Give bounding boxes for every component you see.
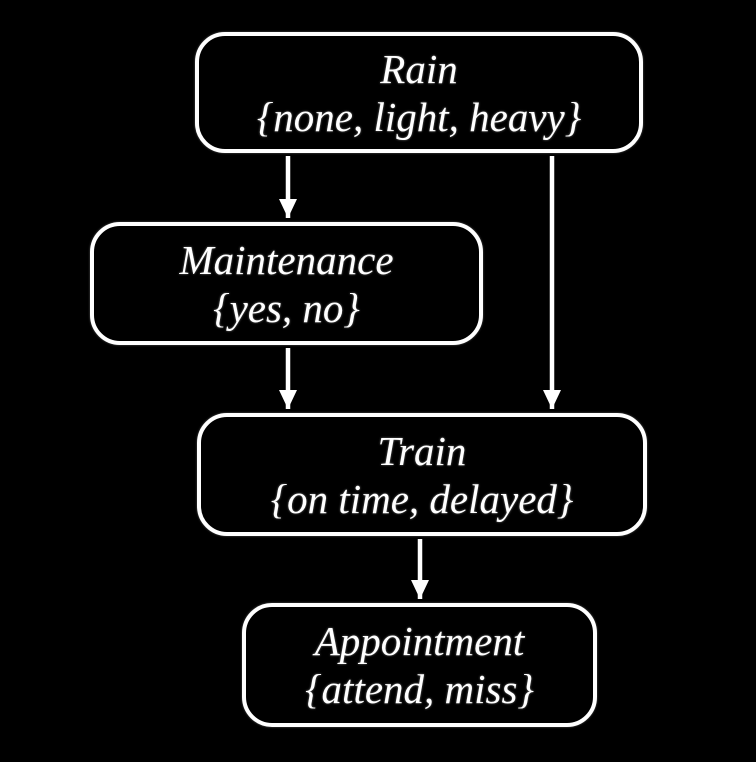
node-train: Train {on time, delayed} [197,413,647,536]
node-rain: Rain {none, light, heavy} [195,32,643,153]
node-appointment-domain: {attend, miss} [305,666,534,712]
node-maintenance: Maintenance {yes, no} [90,222,483,345]
node-rain-title: Rain [380,45,458,92]
node-maintenance-domain: {yes, no} [213,284,360,331]
node-maintenance-title: Maintenance [179,236,394,283]
node-train-domain: {on time, delayed} [270,475,574,522]
node-rain-domain: {none, light, heavy} [256,93,582,140]
node-train-title: Train [377,427,467,474]
node-appointment-title: Appointment [314,618,525,664]
node-appointment: Appointment {attend, miss} [242,603,597,727]
